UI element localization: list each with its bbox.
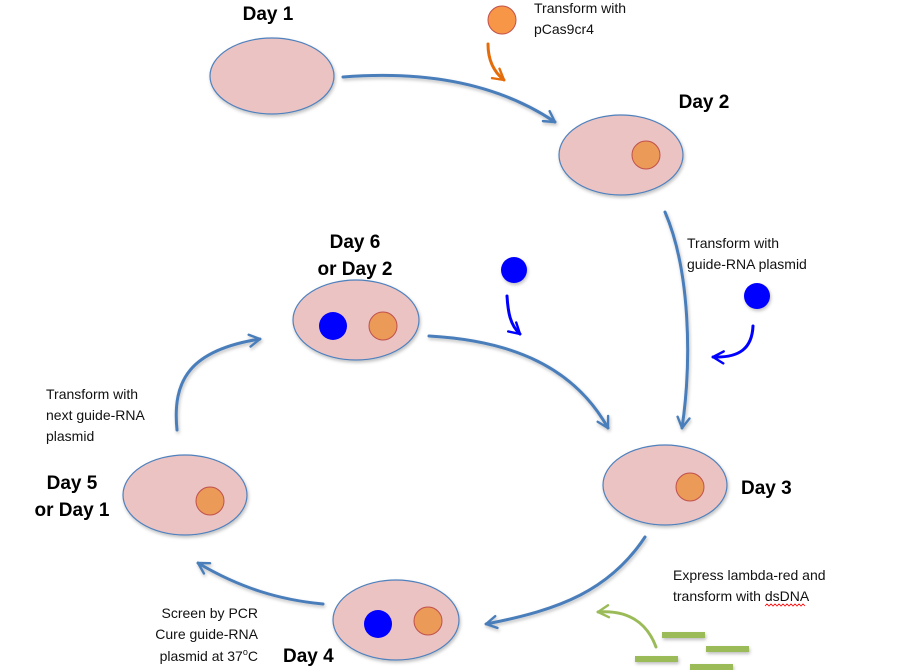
dsdna-fragments [635, 632, 749, 670]
note-text: C [248, 648, 258, 664]
free-guide-plasmid-icon [501, 257, 527, 283]
day2-label: Day 2 [679, 92, 730, 113]
arrow-day2-to-day3 [663, 210, 691, 430]
cycle-arrows [174, 73, 691, 630]
free-cas9-plasmid-icon [487, 5, 517, 35]
note-line: Transform with [534, 0, 626, 16]
guide-input-arrow-top [505, 294, 522, 336]
spellcheck-underline [764, 603, 806, 607]
note-line: transform with dsDNA [673, 588, 810, 604]
cell-body [209, 37, 335, 115]
day4-label: Day 4 [283, 646, 334, 667]
note-line: pCas9cr4 [534, 21, 594, 37]
dsdna-fragment [706, 646, 749, 652]
cell-day5 [122, 454, 248, 536]
cell-body [292, 279, 420, 361]
note-line: Cure guide-RNA [155, 626, 258, 642]
dsdna-fragment [635, 656, 678, 662]
dsdna-fragment [662, 632, 705, 638]
note-line: Express lambda-red and [673, 567, 826, 583]
note-text: transform with [673, 588, 765, 604]
cell-day3 [602, 444, 728, 526]
note-text: plasmid at 37 [160, 648, 243, 664]
day3-label: Day 3 [741, 478, 792, 499]
day6-label-alt: or Day 2 [318, 259, 393, 280]
day6-label: Day 6 [330, 232, 381, 253]
day5-label-alt: or Day 1 [35, 500, 110, 521]
note-lambda-red: Express lambda-red and transform with ds… [673, 567, 826, 607]
cas9-plasmid-icon [631, 140, 661, 170]
guide-input-arrow-right [711, 324, 755, 365]
note-line: next guide-RNA [46, 407, 145, 423]
cell-body [558, 114, 684, 196]
day1-label: Day 1 [243, 4, 294, 25]
arrow-day1-to-day2 [341, 73, 557, 124]
cell-day6 [292, 279, 420, 361]
cell-body [332, 579, 460, 661]
dsdna-fragment [690, 664, 733, 670]
dsdna-text: dsDNA [765, 588, 810, 604]
arrow-day5-to-day6 [174, 333, 262, 432]
cell-day2 [558, 114, 684, 196]
cell-body [602, 444, 728, 526]
cell-day1 [209, 37, 335, 115]
note-line: plasmid at 37oC [160, 647, 258, 664]
cas9-plasmid-icon [368, 311, 398, 341]
dsdna-input-arrow [596, 604, 658, 649]
note-cas9: Transform with pCas9cr4 [534, 0, 626, 37]
note-line: Transform with [687, 235, 779, 251]
degree-superscript: o [243, 647, 248, 657]
note-line: plasmid [46, 428, 94, 444]
note-line: guide-RNA plasmid [687, 256, 807, 272]
input-arrows [486, 42, 755, 649]
arrow-day3-to-day4 [484, 535, 647, 630]
note-screen: Screen by PCR Cure guide-RNA plasmid at … [155, 605, 258, 664]
arrow-day4-to-day5 [196, 561, 325, 606]
cas9-plasmid-icon [413, 606, 443, 636]
note-next-guide: Transform with next guide-RNA plasmid [46, 386, 145, 444]
arrow-day6-to-day3 [427, 334, 610, 430]
note-guide: Transform with guide-RNA plasmid [687, 235, 807, 272]
cell-day4 [332, 579, 460, 661]
day5-label: Day 5 [47, 473, 98, 494]
cas9-input-arrow [486, 42, 506, 82]
guide-plasmid-icon [364, 610, 392, 638]
guide-plasmid-icon [319, 312, 347, 340]
note-line: Transform with [46, 386, 138, 402]
note-line: Screen by PCR [162, 605, 258, 621]
free-guide-plasmid-icon [744, 283, 770, 309]
cas9-plasmid-icon [195, 486, 225, 516]
cas9-plasmid-icon [675, 472, 705, 502]
cell-body [122, 454, 248, 536]
